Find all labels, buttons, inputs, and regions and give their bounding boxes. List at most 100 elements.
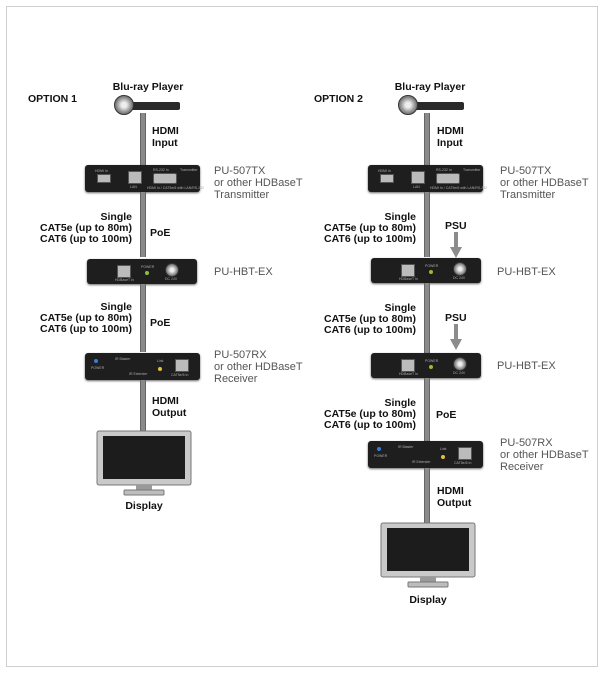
dc-text: DC 24V <box>453 371 466 375</box>
option-2-cable3-line3: CAT6 (up to 100m) <box>324 419 416 431</box>
option-2-cable2-line3: CAT6 (up to 100m) <box>324 324 416 336</box>
option-2-cat-cable-3 <box>424 378 430 442</box>
option-1-hdmi-input-cable <box>140 113 146 168</box>
hdbaset-in-port-icon <box>401 359 415 372</box>
option-1-display-label: Display <box>125 500 163 512</box>
power-led-icon <box>145 271 149 275</box>
hdbaset-in-port-icon <box>117 265 131 278</box>
option-2-transmitter-device: HDMI In LAN RS-232 In Transmitter HDMI I… <box>368 165 487 192</box>
option-1-cable1-tag: PoE <box>150 227 171 239</box>
ir-blaster-text: IR Blaster <box>398 445 414 449</box>
dc-text: DC 24V <box>453 276 466 280</box>
option-1-rx-desc-line1: PU-507RX <box>214 349 267 361</box>
option-2-cable1-tag: PSU <box>445 220 467 232</box>
option-2-rx-desc-line3: Receiver <box>500 461 544 473</box>
option-1-cat-cable-2 <box>140 284 146 352</box>
option-1-input-label: HDMI Input <box>152 125 179 149</box>
hdmi-port-icon <box>380 174 394 183</box>
ir-extender-text: IR Extender <box>129 372 148 376</box>
link-led-icon <box>441 455 445 459</box>
hdbaset-in-port-icon <box>401 264 415 277</box>
bluray-disc-icon <box>398 95 418 115</box>
option-2-bluray-player <box>399 102 464 110</box>
cat-in-port-icon <box>458 447 472 460</box>
dc-jack-icon <box>165 263 179 277</box>
hdmi-in-text: HDMI In <box>95 169 108 173</box>
rs232-port-icon <box>436 173 460 184</box>
option-1-tx-desc-line3: Transmitter <box>214 189 270 201</box>
cat-in-port-icon <box>175 359 189 372</box>
option-1-cable2-line1: Single <box>100 301 132 313</box>
option-1-label: OPTION 1 <box>28 93 78 105</box>
diagram-frame <box>6 6 598 667</box>
psu-arrow-icon <box>450 324 462 350</box>
option-1-cable2-line3: CAT6 (up to 100m) <box>40 323 132 335</box>
option-1-cable1-line2: CAT5e (up to 80m) <box>40 222 132 234</box>
power-text: POWER <box>425 264 439 268</box>
power-led-icon <box>94 359 98 363</box>
option-1-transmitter-device: HDMI In LAN RS-232 In Transmitter HDMI I… <box>85 165 204 192</box>
option-2-display-label: Display <box>409 594 447 606</box>
tx-sub-text: HDMI In / CAT5e/6 with LAN/RS-232 <box>147 186 205 190</box>
option-1-ex-desc: PU-HBT-EX <box>214 266 273 278</box>
option-2-tx-desc-line3: Transmitter <box>500 189 556 201</box>
option-1-bluray-player <box>115 102 180 110</box>
option-2-cat-cable-1 <box>424 192 430 257</box>
option-2-cable1-line1: Single <box>384 211 416 223</box>
option-2-tx-desc-line1: PU-507TX <box>500 165 552 177</box>
rs232-text: RS-232 In <box>153 168 169 172</box>
option-1-hdmi-output-cable <box>140 380 146 435</box>
option-1-output-label: HDMI Output <box>152 395 187 419</box>
option-2-rx-desc-line1: PU-507RX <box>500 437 553 449</box>
transmitter-text: Transmitter <box>463 168 481 172</box>
cat5e-in-text: CAT5e/6 In <box>171 373 189 377</box>
option-2-cable2-tag: PSU <box>445 312 467 324</box>
option-2-cat-cable-2 <box>424 283 430 353</box>
power-text: POWER <box>141 265 155 269</box>
power-led-icon <box>377 447 381 451</box>
option-2-rx-desc-line2: or other HDBaseT <box>500 449 589 461</box>
rs232-port-icon <box>153 173 177 184</box>
option-2-cable3-line1: Single <box>384 397 416 409</box>
cat5e-in-text: CAT5e/6 In <box>454 461 472 465</box>
option-1-monitor-icon <box>96 430 192 496</box>
option-1-cat-cable-1 <box>140 192 146 257</box>
option-1-rx-desc-line3: Receiver <box>214 373 258 385</box>
option-2-input-label: HDMI Input <box>437 125 464 149</box>
option-2-cable1-line2: CAT5e (up to 80m) <box>324 222 416 234</box>
option-2-hdmi-input-cable <box>424 113 430 168</box>
lan-text: LAN <box>130 185 137 189</box>
dc-jack-icon <box>453 262 467 276</box>
option-1-tx-desc-line2: or other HDBaseT <box>214 177 303 189</box>
option-1-cable1-line1: Single <box>100 211 132 223</box>
power-text: POWER <box>91 366 105 370</box>
power-led-icon <box>429 365 433 369</box>
option-2-monitor-icon <box>380 522 476 588</box>
hdbaset-in-text: HDBaseT In <box>399 277 418 281</box>
option-2-cable3-tag: PoE <box>436 409 457 421</box>
lan-text: LAN <box>413 185 420 189</box>
option-2-receiver-device: POWER IR Blaster IR Extender Link CAT5e/… <box>368 441 483 468</box>
bluray-disc-icon <box>114 95 134 115</box>
link-text: Link <box>440 447 447 451</box>
transmitter-text: Transmitter <box>180 168 198 172</box>
option-2-extender-1-device: HDBaseT In POWER DC 24V <box>371 258 481 283</box>
power-text: POWER <box>425 359 439 363</box>
dc-jack-icon <box>453 357 467 371</box>
hdmi-port-icon <box>97 174 111 183</box>
option-2-tx-desc-line2: or other HDBaseT <box>500 177 589 189</box>
option-2-cable3-line2: CAT5e (up to 80m) <box>324 408 416 420</box>
option-1-source-label: Blu-ray Player <box>112 81 184 93</box>
option-2-ex1-desc: PU-HBT-EX <box>497 266 556 278</box>
option-2-output-label: HDMI Output <box>437 485 472 509</box>
lan-port-icon <box>128 171 142 184</box>
option-1-cable1-line3: CAT6 (up to 100m) <box>40 233 132 245</box>
option-1-cable2-tag: PoE <box>150 317 171 329</box>
option-2-source-label: Blu-ray Player <box>394 81 466 93</box>
ir-extender-text: IR Extender <box>412 460 431 464</box>
option-1-cable2-line2: CAT5e (up to 80m) <box>40 312 132 324</box>
option-2-cable1-line3: CAT6 (up to 100m) <box>324 233 416 245</box>
hdbaset-in-text: HDBaseT In <box>115 278 134 282</box>
option-2-label: OPTION 2 <box>314 93 364 105</box>
option-2-ex2-desc: PU-HBT-EX <box>497 360 556 372</box>
